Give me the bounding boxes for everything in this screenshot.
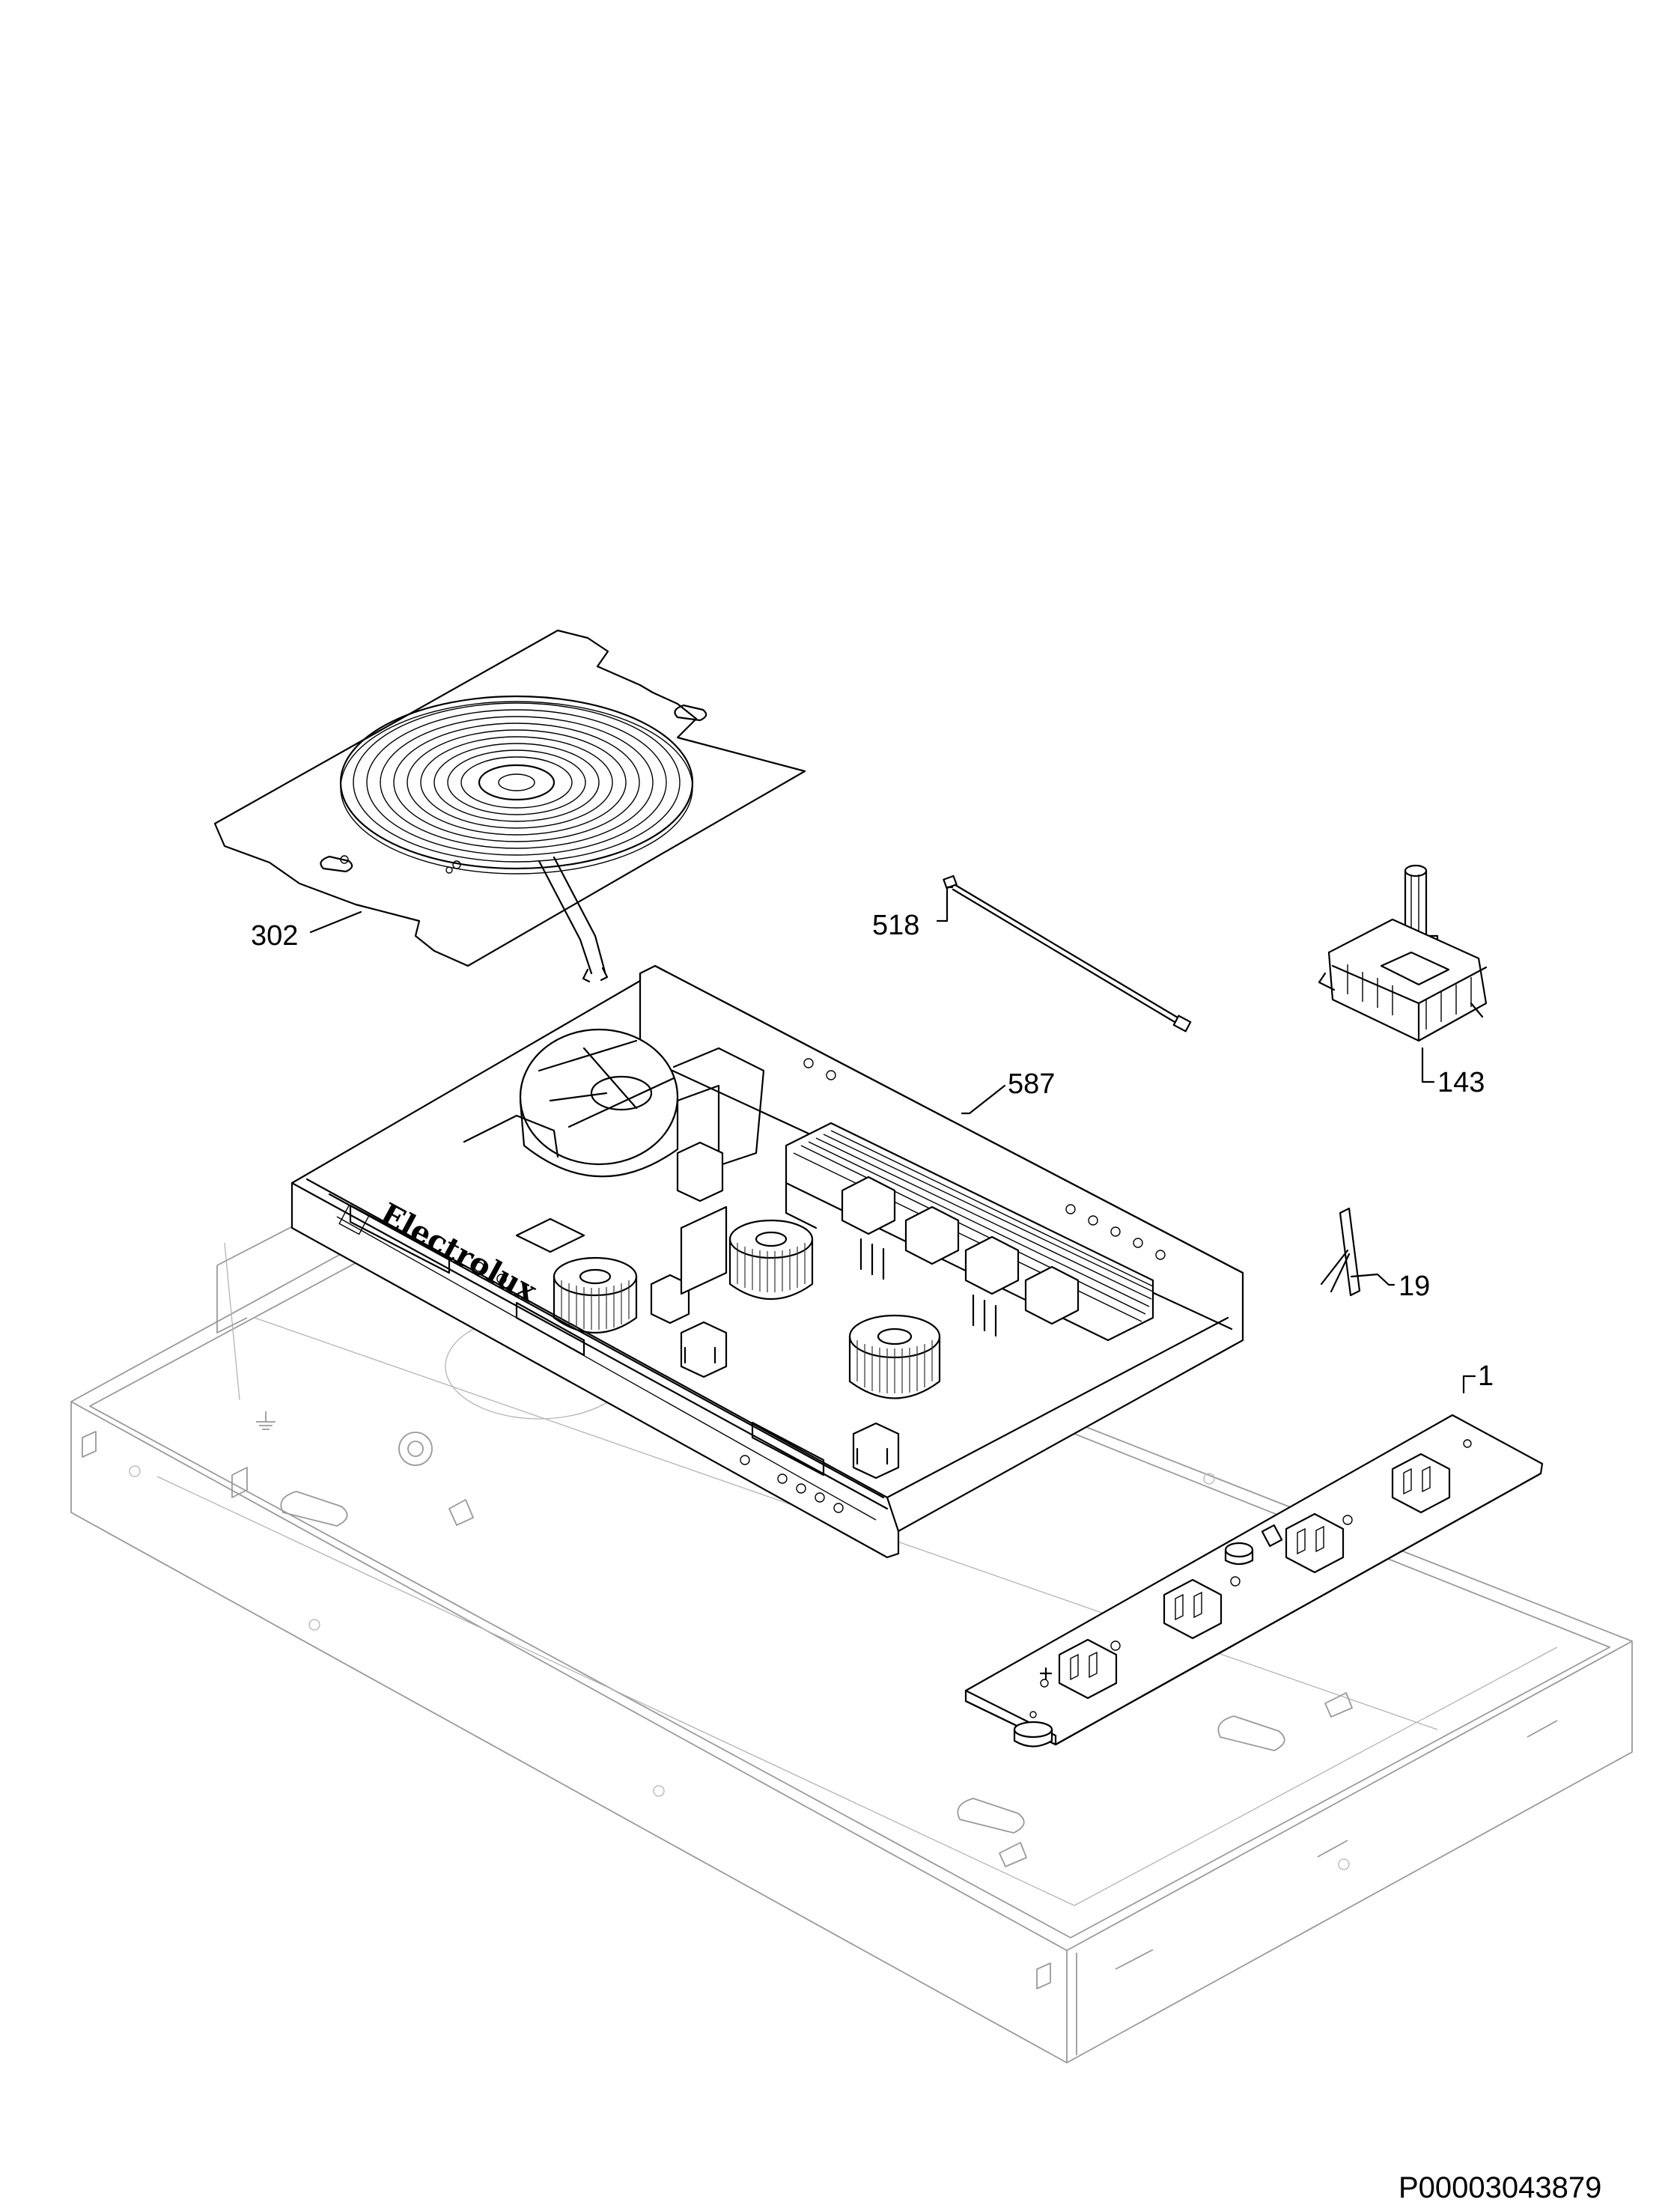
control-board — [964, 1414, 1544, 1748]
coil-windings — [339, 695, 694, 875]
document-id: P00003043879 — [1399, 2171, 1601, 2204]
power-transistors — [841, 1176, 1080, 1337]
cooling-fan — [519, 1028, 765, 1178]
rotary-switch — [1318, 864, 1488, 1042]
induction-coil-plate — [213, 629, 806, 983]
callout-19: 19 — [1399, 1271, 1430, 1302]
leader-lines — [309, 886, 1476, 1394]
callout-518: 518 — [872, 910, 919, 941]
toroid-inductors — [553, 1219, 941, 1399]
housing-tray — [70, 1145, 1633, 2064]
callout-143: 143 — [1437, 1067, 1485, 1098]
sensor-cable — [943, 875, 1192, 1032]
callout-587: 587 — [1008, 1068, 1055, 1100]
wire-clip — [1320, 1207, 1361, 1297]
power-board: Electrolux — [290, 964, 1244, 1559]
callout-302: 302 — [251, 920, 298, 952]
callout-1: 1 — [1478, 1360, 1494, 1392]
